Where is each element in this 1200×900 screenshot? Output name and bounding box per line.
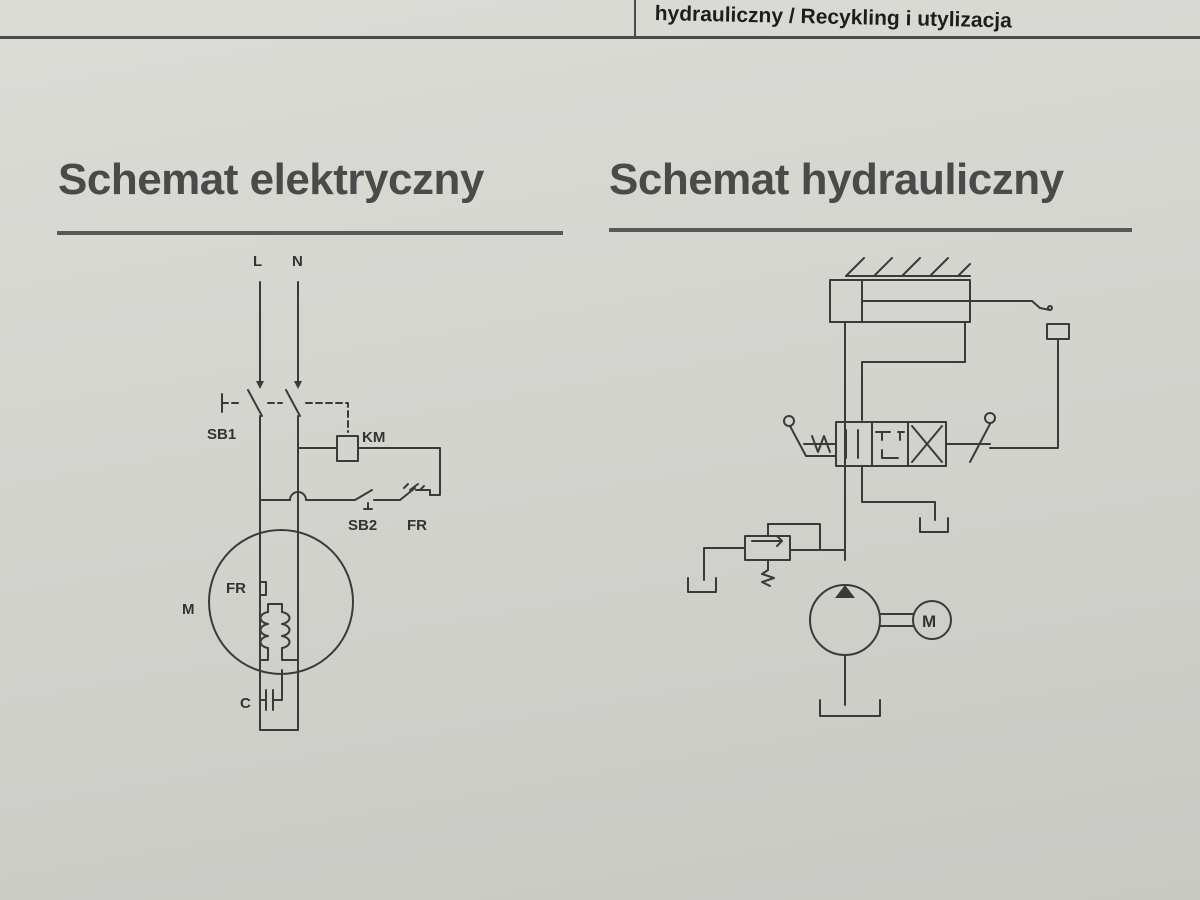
sb1-switch <box>221 389 349 433</box>
label-l: L <box>253 253 262 270</box>
header-rule <box>0 36 1200 39</box>
electrical-title-rule <box>57 231 563 235</box>
electrical-schematic-title: Schemat elektryczny <box>58 155 484 204</box>
label-fr-motor: FR <box>226 580 246 597</box>
label-sb1: SB1 <box>207 426 236 443</box>
valve-actuator-right <box>945 412 996 463</box>
km-coil-branch <box>297 435 441 496</box>
valve-spring-left <box>783 415 837 457</box>
hydraulic-title-rule <box>609 228 1132 232</box>
label-fr-contact: FR <box>407 517 427 534</box>
header-divider <box>634 0 636 38</box>
relief-valve <box>687 523 846 593</box>
label-m: M <box>182 601 195 618</box>
label-km: KM <box>362 429 385 446</box>
label-pump-motor: M <box>922 612 936 631</box>
label-sb2: SB2 <box>348 517 377 534</box>
return-line <box>861 321 966 421</box>
terminal-arrows <box>256 381 302 389</box>
valve-tank-return <box>861 465 949 533</box>
directional-valve <box>835 421 947 467</box>
motor-winding <box>259 603 299 661</box>
cylinder-mount-hatching <box>845 257 971 277</box>
motor-fr-element <box>259 581 267 596</box>
hydraulic-cylinder <box>829 279 1041 323</box>
hydraulic-schematic-title: Schemat hydrauliczny <box>609 155 1064 204</box>
control-branch <box>259 483 431 510</box>
limit-switch <box>989 305 1070 449</box>
pump-direction-arrow <box>835 585 855 598</box>
label-n: N <box>292 253 303 270</box>
label-c: C <box>240 695 251 712</box>
capacitor-c <box>259 669 283 711</box>
hydraulic-pump <box>809 584 952 717</box>
